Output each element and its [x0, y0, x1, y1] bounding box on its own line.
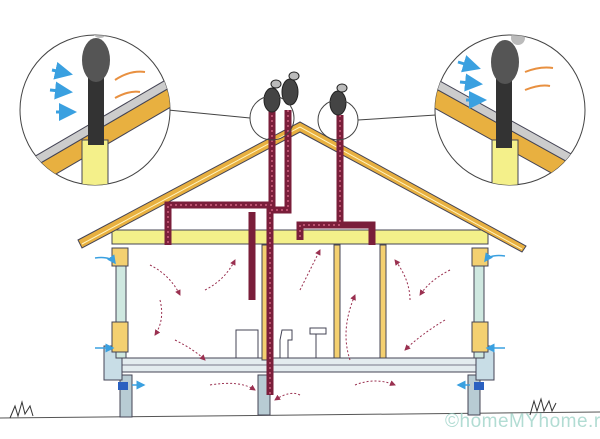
bathroom-fixtures: [235, 327, 327, 359]
duct-highlights: [167, 110, 341, 395]
ground: [0, 397, 600, 419]
detail-circle-right: [434, 34, 586, 186]
fresh-air-arrows: [94, 252, 506, 390]
detail-circle-left: [19, 34, 171, 186]
walls: [111, 244, 489, 361]
airflow-arrows: [149, 249, 451, 401]
turbine-caps: [263, 71, 348, 116]
floor: [103, 345, 495, 390]
foundation: [119, 374, 481, 418]
watermark: ©homeMYhome.ru: [445, 411, 600, 432]
